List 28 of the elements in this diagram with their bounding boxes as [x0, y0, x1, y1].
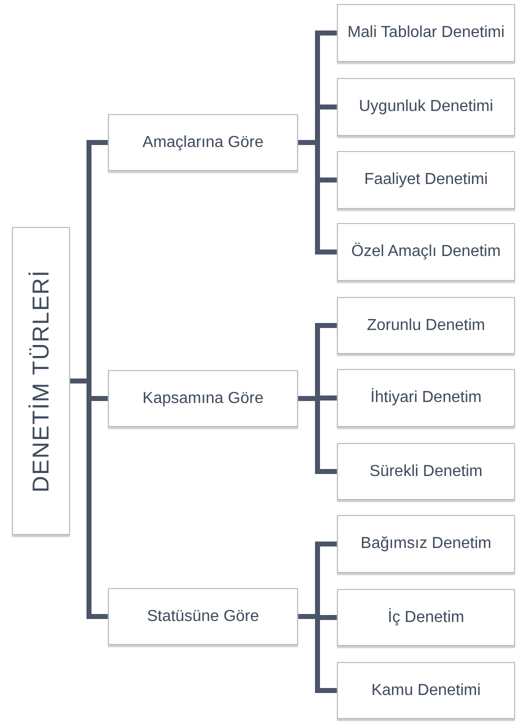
category-box: [337, 151, 515, 209]
category-label: İç Denetim: [388, 608, 464, 628]
category-box: [108, 588, 298, 645]
root-box: [12, 227, 70, 535]
category-label: Faaliyet Denetimi: [364, 170, 488, 190]
category-label: Amaçlarına Göre: [142, 132, 264, 152]
category-box: [337, 223, 515, 281]
category-box: [108, 370, 298, 427]
category-label: Özel Amaçlı Denetim: [351, 242, 501, 262]
category-label: İhtiyari Denetim: [370, 388, 482, 408]
category-label: Uygunluk Denetimi: [358, 97, 494, 117]
category-box: [337, 4, 515, 62]
category-label: Zorunlu Denetim: [366, 316, 486, 336]
category-box: [337, 589, 515, 646]
category-label: Sürekli Denetim: [370, 462, 482, 482]
category-label: Kapsamına Göre: [142, 388, 264, 408]
category-label: Kamu Denetimi: [371, 680, 481, 700]
category-box: [337, 515, 515, 573]
category-label: Statüsüne Göre: [146, 606, 260, 626]
root-title: DENETİM TÜRLERİ: [26, 270, 55, 492]
category-box: [337, 369, 515, 427]
category-box: [337, 662, 515, 719]
category-label: Mali Tablolar Denetimi: [347, 23, 505, 43]
category-box: [108, 114, 298, 171]
category-box: [337, 443, 515, 500]
category-box: [337, 78, 515, 136]
category-label: Bağımsız Denetim: [360, 534, 492, 554]
category-box: [337, 297, 515, 354]
